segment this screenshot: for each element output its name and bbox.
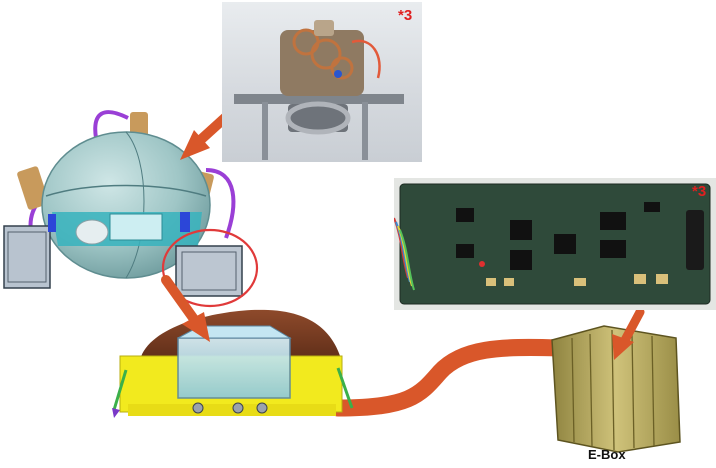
sphere-cylinder: [75, 219, 109, 245]
module-right-face: [181, 251, 237, 291]
module-blue-left: [48, 214, 56, 232]
reference-mark-board: *3: [692, 183, 707, 200]
arrow-board-to-ebox-head: [612, 334, 634, 360]
yellow-base-lower: [128, 404, 336, 416]
ebox-body: [551, 325, 681, 453]
sphere-seam: [45, 184, 207, 197]
bracket-left: [17, 166, 49, 210]
ebox-label: E-Box: [588, 447, 626, 462]
pcb-components: [486, 274, 668, 286]
arrow-board-to-ebox: [619, 307, 645, 347]
pcb-photo: [394, 178, 716, 310]
module-left: [3, 225, 51, 289]
leg-right: [336, 367, 354, 409]
pcb-chips: [456, 202, 660, 270]
module-right: [175, 245, 243, 297]
pcb-red-led: [479, 261, 485, 267]
pcb-connector: [686, 210, 704, 270]
purple-cable-top: [93, 110, 129, 139]
bracket-top: [130, 112, 148, 138]
arrow-module-to-base: [161, 275, 201, 327]
sphere-window: [109, 213, 163, 241]
mechanism-illustration: [234, 20, 404, 160]
pcb-illustration: [394, 183, 711, 305]
pcb-wires: [394, 217, 415, 291]
ebox-fins: [571, 329, 655, 451]
highlight-circle: [161, 228, 259, 308]
leg-left: [112, 369, 128, 411]
purple-cable-right: [205, 168, 236, 239]
cable-to-ebox: [329, 338, 567, 417]
connectors: [192, 402, 268, 414]
arrow-module-to-base-head: [182, 312, 210, 342]
module-blue-right: [180, 212, 190, 232]
sphere-seam-vertical: [125, 131, 145, 279]
mechanism-photo: [222, 2, 422, 162]
ebox: [551, 325, 681, 453]
foot-marker: [112, 408, 120, 418]
module-left-face: [7, 231, 47, 283]
reference-mark-top: *3: [398, 7, 413, 24]
glass-housing: [177, 337, 291, 399]
sphere-assembly: [3, 110, 243, 297]
arrow-photo-to-sphere-head: [180, 130, 210, 160]
base-assembly: [112, 309, 354, 418]
